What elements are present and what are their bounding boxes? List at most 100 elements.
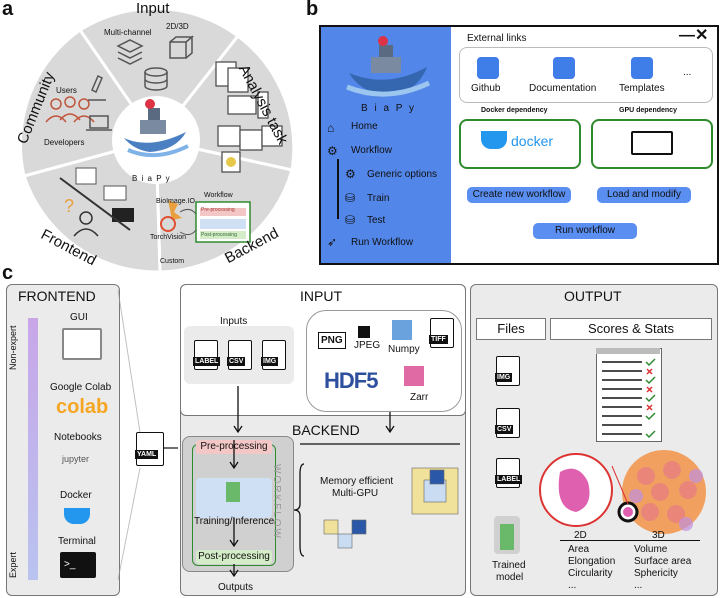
run-workflow-button[interactable]: Run workflow — [533, 223, 637, 239]
question-mark: ? — [64, 196, 75, 216]
model-bars — [500, 524, 514, 550]
docker-whale-icon — [64, 508, 90, 524]
stats-3d-title: 3D — [652, 530, 665, 541]
gpu-title: GPU dependency — [619, 107, 677, 114]
label-doc-icon: LABEL — [193, 340, 221, 370]
gears-icon: ⚙ — [345, 167, 356, 181]
panel-a-wheel — [18, 7, 296, 274]
nav-home-label: Home — [351, 121, 378, 132]
yaml-tag: YAML — [135, 450, 159, 459]
png-format: PNG — [318, 332, 346, 349]
stats-sheet — [596, 348, 662, 442]
yaml-doc-icon: YAML — [135, 432, 164, 466]
mini-post-label: Post-processing — [201, 232, 237, 238]
biapy-sidebar: B i a P y ⌂ Home ⚙ Workflow ⚙ Generic op… — [321, 27, 451, 263]
multichannel-label: Multi-channel — [104, 28, 152, 37]
sector-frontend — [22, 138, 162, 274]
stat-3d-3: ... — [634, 580, 643, 591]
tab-scores-stats: Scores & Stats — [550, 318, 712, 340]
nav-home[interactable]: ⌂ Home — [325, 119, 445, 135]
backend-title: BACKEND — [292, 422, 360, 438]
docker-title: Docker dependency — [481, 107, 548, 114]
zarr-icon — [404, 366, 424, 386]
nav-test-label: Test — [367, 215, 386, 226]
csv-tag: CSV — [227, 357, 246, 366]
panel-b-letter: b — [306, 0, 319, 20]
frontend-title: FRONTEND — [18, 288, 96, 304]
custom-label: Custom — [160, 258, 185, 265]
frontend-item-gui: GUI — [70, 312, 88, 323]
stats-checklist — [602, 358, 656, 439]
trained-label-2: model — [496, 572, 524, 583]
memory-label-1: Memory efficient — [320, 476, 394, 487]
panel-a-letter: a — [2, 0, 14, 20]
users-label: Users — [56, 86, 77, 95]
nav-workflow-label: Workflow — [351, 145, 392, 156]
center-label: B i a P y — [132, 174, 171, 183]
template-icon[interactable] — [631, 57, 653, 79]
stat-3d-1: Surface area — [634, 556, 692, 567]
trained-label-1: Trained — [492, 560, 526, 571]
biapy-gui-window: B i a P y ⌂ Home ⚙ Workflow ⚙ Generic op… — [319, 25, 719, 265]
nav-train[interactable]: ⛁ Train — [343, 191, 447, 207]
hdf5-logo: HDF5 — [324, 368, 378, 393]
load-modify-button[interactable]: Load and modify — [597, 187, 691, 203]
expertise-bar — [28, 318, 38, 580]
inputs-label: Inputs — [220, 316, 248, 327]
create-workflow-button[interactable]: Create new workflow — [467, 187, 571, 203]
stat-2d-0: Area — [568, 544, 590, 555]
csv-doc-icon: CSV — [227, 340, 252, 370]
model-icon — [226, 482, 240, 502]
bioimage-label: BioImage.IO — [156, 198, 195, 205]
stat-3d-0: Volume — [634, 544, 668, 555]
jpeg-icon — [358, 326, 370, 338]
img-tag: IMG — [261, 357, 279, 366]
gpu-box[interactable] — [591, 119, 713, 169]
nav-workflow[interactable]: ⚙ Workflow — [325, 143, 445, 159]
rocket-icon: ➶ — [327, 235, 338, 249]
zarr-format: Zarr — [410, 392, 429, 403]
img-doc-icon: IMG — [261, 340, 286, 370]
developers-label: Developers — [44, 138, 85, 147]
frontend-item-docker: Docker — [60, 490, 92, 501]
gui-monitor-icon — [62, 328, 102, 360]
link-github[interactable]: Github — [471, 83, 501, 94]
nav-run-label: Run Workflow — [351, 237, 414, 248]
docker-whale-icon — [481, 131, 507, 149]
stat-3d-2: Sphericity — [634, 568, 678, 579]
out-label-tag: LABEL — [495, 475, 523, 484]
tiff-doc-icon: TIFF — [429, 318, 454, 348]
sector-input — [77, 7, 241, 143]
nav-tree-line — [337, 159, 339, 219]
out-csv-doc-icon: CSV — [495, 408, 520, 438]
tiff-tag: TIFF — [429, 335, 448, 344]
tab-files: Files — [476, 318, 546, 340]
out-img-doc-icon: IMG — [495, 356, 520, 386]
jupyter-logo: jupyter — [62, 454, 90, 464]
frontend-connectors — [117, 289, 178, 581]
center-disc — [112, 96, 200, 184]
outputs-label: Outputs — [218, 582, 254, 593]
dims-label: 2D/3D — [166, 22, 189, 31]
torchvision-label: TorchVision — [150, 234, 187, 241]
home-icon: ⌂ — [327, 121, 335, 135]
link-templates[interactable]: Templates — [619, 83, 665, 94]
github-icon[interactable] — [477, 57, 499, 79]
nav-generic-options[interactable]: ⚙ Generic options — [343, 167, 447, 183]
gpu-card-icon — [631, 131, 673, 155]
colab-logo: colab — [56, 396, 109, 418]
stat-2d-1: Elongation — [568, 556, 616, 567]
close-icon[interactable]: —✕ — [679, 27, 709, 44]
link-more[interactable]: ... — [683, 67, 692, 78]
book-icon[interactable] — [553, 57, 575, 79]
step-postprocessing: Post-processing — [196, 550, 272, 564]
nav-run-workflow[interactable]: ➶ Run Workflow — [325, 235, 445, 251]
docker-box[interactable] — [459, 119, 581, 169]
frontend-item-notebooks: Notebooks — [54, 432, 102, 443]
nav-test[interactable]: ⛁ Test — [343, 213, 447, 229]
nav-generic-label: Generic options — [367, 169, 438, 180]
workflow-mini-label: Workflow — [204, 192, 233, 199]
link-documentation[interactable]: Documentation — [529, 83, 597, 94]
nav-train-label: Train — [367, 193, 390, 204]
frontend-item-colab: Google Colab — [50, 382, 112, 393]
